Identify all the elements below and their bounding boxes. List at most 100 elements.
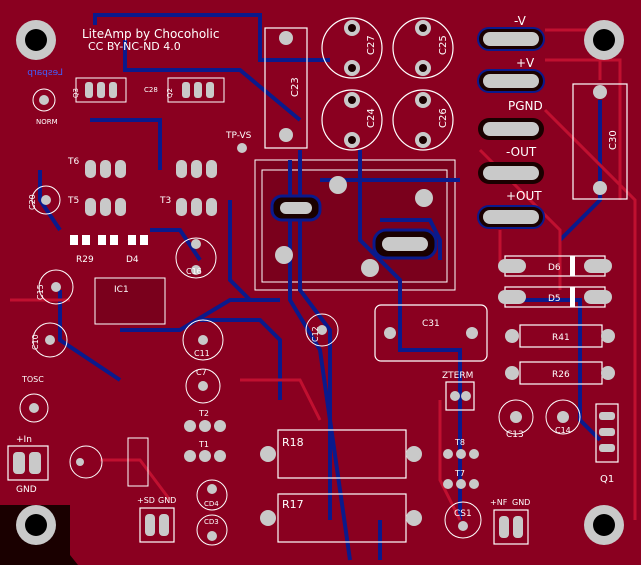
label-c30: C30 — [608, 130, 619, 150]
in-header — [7, 445, 49, 481]
d6-band — [570, 256, 575, 276]
c14-pad — [557, 411, 569, 423]
c23-outline — [264, 27, 308, 149]
label-ic1: IC1 — [114, 285, 129, 295]
amp-pin-2 — [415, 189, 433, 207]
c11-outline — [182, 319, 224, 361]
label-minus-v: -V — [514, 14, 527, 28]
t7-pads — [443, 479, 479, 489]
mounting-holes — [16, 20, 624, 545]
t5-pads — [85, 198, 126, 216]
cd3-outline — [196, 514, 228, 546]
q1-pin3 — [599, 444, 615, 452]
label-sd-gnd: GND — [158, 496, 176, 505]
r18-pad2 — [406, 446, 422, 462]
r17-pad2 — [406, 510, 422, 526]
norm-pad — [39, 95, 49, 105]
c12-outline — [305, 313, 339, 347]
c20-pad — [41, 195, 51, 205]
label-minus-out: -OUT — [506, 145, 537, 159]
label-sd: +SD — [137, 496, 155, 505]
label-c12: C12 — [311, 326, 320, 342]
c12-pad — [317, 325, 327, 335]
d5-band — [570, 287, 575, 307]
t4-pads — [176, 160, 217, 178]
nf-pin1 — [499, 516, 509, 538]
cs1-outline — [444, 501, 482, 539]
c14-outline — [545, 399, 581, 435]
amp-pad-b-inner — [382, 237, 428, 251]
nf-pin2 — [513, 516, 523, 538]
c7-outline — [185, 368, 221, 404]
label-pgnd: PGND — [508, 99, 543, 113]
c16-outline — [175, 237, 217, 279]
c23-pad1 — [279, 31, 293, 45]
c31-pad1 — [384, 327, 396, 339]
q1-pin1 — [599, 412, 615, 420]
q3-body — [75, 77, 127, 103]
label-plus-in: +In — [16, 435, 32, 445]
r17-pad1 — [260, 510, 276, 526]
label-nf-gnd: GND — [512, 498, 530, 507]
label-c11: C11 — [194, 349, 210, 358]
label-t2: T2 — [198, 409, 209, 418]
label-c28: C28 — [144, 86, 158, 94]
norm-ring — [32, 88, 56, 112]
c31-body — [374, 304, 488, 362]
label-c23: C23 — [290, 77, 301, 97]
t3-pads — [176, 198, 217, 216]
label-t8: T8 — [454, 438, 465, 447]
c16-pad2 — [191, 265, 201, 275]
label-c24: C24 — [366, 108, 377, 128]
r26-pad1 — [505, 366, 519, 380]
label-t3: T3 — [159, 196, 171, 206]
t8-pads — [443, 449, 479, 459]
cap-bl-2 — [127, 437, 149, 487]
c13-pad — [510, 411, 522, 423]
in-pin1 — [13, 452, 25, 474]
label-r18: R18 — [282, 436, 304, 449]
d5-pad1 — [498, 290, 526, 304]
mirror-text: Lesparp — [27, 68, 63, 78]
tosc-pad — [29, 403, 39, 413]
d6-pad1 — [498, 259, 526, 273]
c31-pad2 — [466, 327, 478, 339]
label-gnd: GND — [16, 485, 37, 495]
label-d4: D4 — [126, 255, 139, 265]
q2-body — [167, 77, 225, 103]
amp-pin-3 — [275, 246, 293, 264]
tosc-ring — [19, 393, 49, 423]
label-d6: D6 — [548, 263, 561, 273]
label-cs1: CS1 — [454, 509, 472, 519]
c11-pad — [198, 335, 208, 345]
label-t5: T5 — [67, 196, 79, 206]
label-c31: C31 — [422, 319, 440, 329]
q2-pads — [182, 82, 214, 98]
zterm-pin1 — [450, 391, 460, 401]
t2-pads — [184, 420, 226, 432]
t6-pads — [85, 160, 126, 178]
r18-pad1 — [260, 446, 276, 462]
label-plus-out: +OUT — [506, 189, 542, 203]
label-cd4: CD4 — [204, 500, 219, 508]
c15-outline — [38, 269, 74, 305]
zterm-pin2 — [461, 391, 471, 401]
label-c7: C7 — [196, 368, 207, 377]
amp-pin-1 — [329, 176, 347, 194]
c20-outline — [31, 185, 61, 215]
q1-pin2 — [599, 428, 615, 436]
board-title: LiteAmp by Chocoholic — [82, 27, 219, 41]
label-r26: R26 — [552, 370, 570, 380]
cap-bl-1-pad — [76, 458, 84, 466]
cap-pads-top — [344, 20, 431, 148]
r41-pad2 — [601, 329, 615, 343]
amp-pad-a-inner — [280, 202, 312, 214]
cd4-pad — [207, 484, 217, 494]
c15-pad — [51, 282, 61, 292]
label-c14: C14 — [555, 426, 571, 435]
c7-pad — [198, 381, 208, 391]
label-nf: +NF — [490, 498, 508, 507]
r29-row — [70, 235, 148, 245]
label-c26: C26 — [438, 108, 449, 128]
